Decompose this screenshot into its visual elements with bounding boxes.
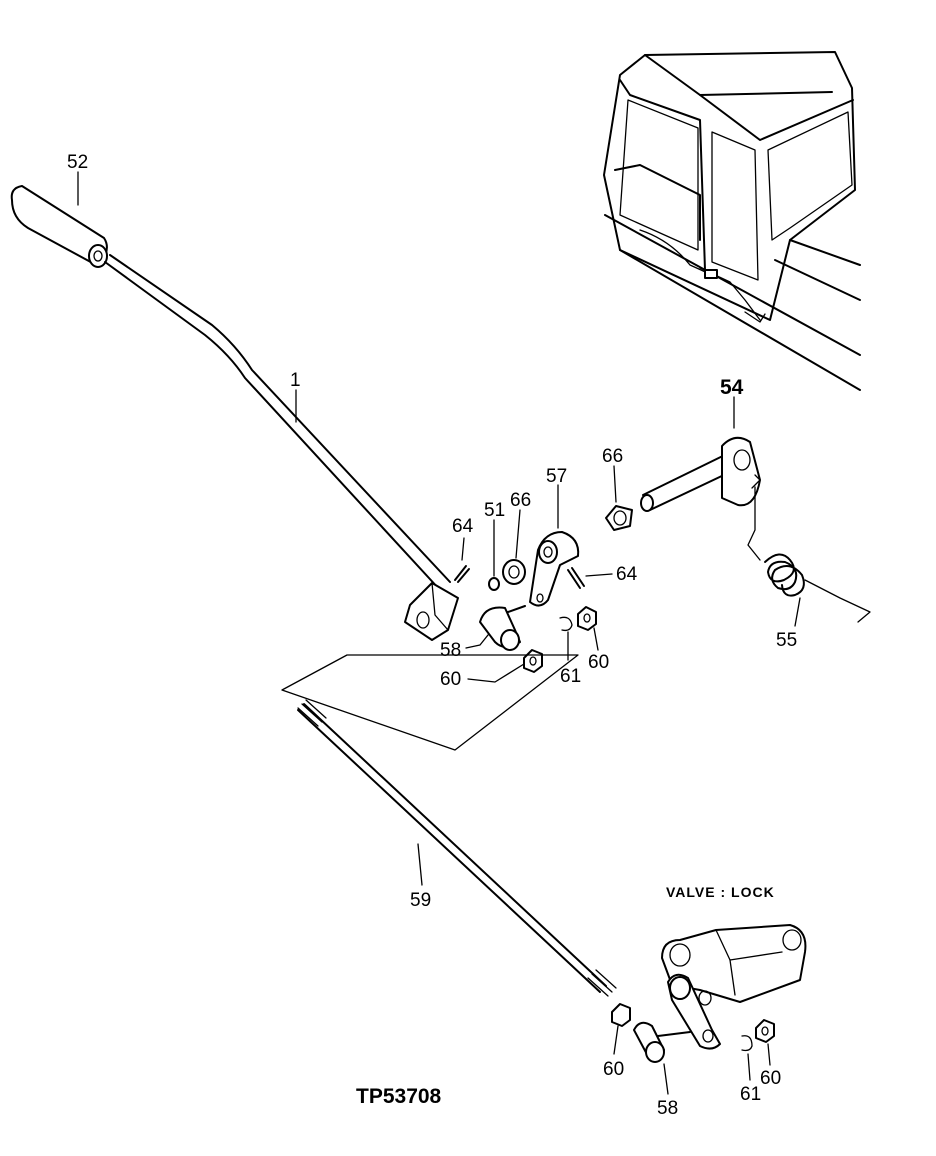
nut-60-upper-left bbox=[523, 649, 543, 673]
pin-64-left bbox=[454, 565, 470, 583]
nut-60-lower-left bbox=[611, 1003, 631, 1027]
callout-60-lower-left: 60 bbox=[603, 1059, 624, 1080]
callout-54: 54 bbox=[720, 376, 744, 399]
nut-60-upper-right bbox=[577, 606, 597, 631]
callout-58-lower: 58 bbox=[657, 1098, 678, 1119]
callout-60-lower-right: 60 bbox=[760, 1068, 781, 1089]
ball-joint-58-lower bbox=[633, 1021, 691, 1063]
spring-55 bbox=[747, 486, 871, 623]
callout-52: 52 bbox=[67, 152, 88, 173]
bushing-66-right bbox=[605, 505, 633, 531]
ball-joint-58-upper bbox=[479, 605, 526, 651]
lever-arm-57 bbox=[529, 531, 580, 607]
callout-64-left: 64 bbox=[452, 516, 474, 537]
washer-51 bbox=[488, 577, 500, 591]
callout-59: 59 bbox=[410, 890, 431, 911]
cab-illustration bbox=[603, 51, 861, 391]
callout-58-upper: 58 bbox=[440, 640, 461, 661]
callout-57: 57 bbox=[546, 466, 567, 487]
figure-code: TP53708 bbox=[356, 1085, 442, 1108]
callout-51: 51 bbox=[484, 500, 505, 521]
snap-pin-61-upper bbox=[559, 616, 573, 632]
callout-66-right: 66 bbox=[602, 446, 623, 467]
detail-bracket bbox=[281, 654, 579, 751]
callout-60-upper-left: 60 bbox=[440, 669, 461, 690]
callout-64-right: 64 bbox=[616, 564, 638, 585]
leader-lines bbox=[77, 171, 801, 1095]
control-rod-59 bbox=[297, 699, 617, 997]
pin-64-right bbox=[567, 567, 585, 589]
callout-1: 1 bbox=[290, 370, 301, 391]
callout-66-left: 66 bbox=[510, 490, 531, 511]
lever-rod-1 bbox=[104, 254, 459, 641]
snap-pin-61-lower bbox=[741, 1035, 753, 1052]
valve-lock-label: VALVE : LOCK bbox=[666, 884, 775, 900]
valve-lock-assembly bbox=[661, 924, 807, 1050]
bushing-66-left bbox=[502, 559, 526, 585]
callout-61-lower: 61 bbox=[740, 1084, 761, 1105]
pivot-shaft-54 bbox=[640, 436, 761, 512]
callout-60-upper-right: 60 bbox=[588, 652, 609, 673]
callout-labels: 52 1 54 66 66 57 51 64 64 55 58 60 61 60… bbox=[67, 152, 797, 1119]
callout-61-upper: 61 bbox=[560, 666, 581, 687]
callout-55: 55 bbox=[776, 630, 797, 651]
nut-60-lower-right bbox=[755, 1019, 775, 1043]
lever-grip-52 bbox=[10, 185, 108, 268]
